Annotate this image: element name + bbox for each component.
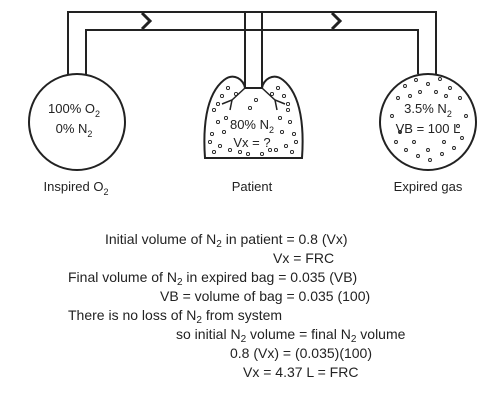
gas-particle [275, 85, 281, 91]
inspired-caption: Inspired O2 [44, 179, 109, 197]
gas-particle [215, 101, 221, 107]
equation-bag-volume: VB = volume of bag = 0.035 (100) [160, 288, 371, 304]
gas-particle [291, 131, 297, 137]
gas-particle [460, 136, 464, 140]
gas-particle [442, 140, 446, 144]
expired-bag [379, 73, 477, 171]
gas-particle [452, 146, 456, 150]
gas-particle [245, 151, 251, 157]
gas-particle [390, 114, 394, 118]
equation-vx-frc: Vx = FRC [273, 250, 335, 266]
gas-particle [207, 139, 213, 145]
gas-particle [404, 148, 408, 152]
gas-particle [233, 91, 239, 97]
gas-particle [464, 114, 468, 118]
gas-particle [434, 90, 438, 94]
equation-final-volume: Final volume of N2 in expired bag = 0.03… [68, 269, 358, 288]
expired-gas-particles [390, 77, 468, 162]
gas-particle [444, 94, 448, 98]
gas-particle [426, 82, 430, 86]
inner-tube [85, 29, 419, 74]
valve-right-arrow [330, 11, 343, 31]
gas-particle [394, 140, 398, 144]
patient-volume-label: Vx = ? [233, 135, 270, 150]
inspired-bag [28, 73, 126, 171]
gas-particle [440, 152, 444, 156]
gas-particle [293, 139, 299, 145]
nitrogen-washout-diagram: 100% O2 0% N2 Inspired O2 80% N2 Vx = ? … [28, 11, 477, 197]
patient-caption: Patient [232, 179, 273, 194]
valve-left-arrow [140, 11, 153, 31]
gas-particle [408, 94, 412, 98]
gas-particle [403, 84, 407, 88]
gas-particle [426, 148, 430, 152]
expired-caption: Expired gas [394, 179, 463, 194]
gas-particle [279, 129, 285, 135]
gas-particle [418, 90, 422, 94]
statement-conservation: so initial N2 volume = final N2 volume [176, 326, 406, 345]
gas-particle [287, 119, 293, 125]
patient-gas-particles [207, 85, 299, 157]
gas-particle [416, 154, 420, 158]
inspired-n2-label: 0% N2 [56, 121, 93, 139]
expired-volume-label: VB = 100 L [396, 121, 461, 136]
gas-particle [414, 78, 418, 82]
gas-particle [458, 96, 462, 100]
gas-particle [225, 85, 231, 91]
equation-result: Vx = 4.37 L = FRC [243, 364, 359, 380]
gas-particle [211, 149, 217, 155]
gas-particle [221, 129, 227, 135]
gas-particle [247, 105, 253, 111]
gas-particle [277, 115, 283, 121]
gas-particle [259, 151, 265, 157]
gas-particle [219, 93, 225, 99]
gas-particle [253, 97, 259, 103]
gas-particle [396, 96, 400, 100]
gas-particle [211, 107, 217, 113]
statement-no-loss: There is no loss of N2 from system [68, 307, 283, 326]
gas-particle [227, 147, 233, 153]
gas-particle [412, 140, 416, 144]
gas-particle [428, 158, 432, 162]
gas-particle [285, 101, 291, 107]
patient-n2-label: 80% N2 [230, 117, 274, 135]
outer-tube [67, 11, 437, 74]
gas-particle [283, 143, 289, 149]
expired-n2-label: 3.5% N2 [404, 101, 452, 119]
gas-particle [237, 149, 243, 155]
gas-particle [273, 147, 279, 153]
gas-particle [223, 115, 229, 121]
equation-initial-volume: Initial volume of N2 in patient = 0.8 (V… [105, 231, 348, 250]
gas-particle [267, 147, 273, 153]
gas-particle [448, 86, 452, 90]
gas-particle [269, 91, 275, 97]
gas-particle [209, 131, 215, 137]
tubing [67, 11, 437, 88]
gas-particle [398, 130, 402, 134]
gas-particle [289, 149, 295, 155]
gas-particle [215, 119, 221, 125]
equation-solve: 0.8 (Vx) = (0.035)(100) [230, 345, 373, 361]
gas-particle [438, 77, 442, 81]
inspired-o2-label: 100% O2 [48, 101, 100, 119]
gas-particle [456, 124, 460, 128]
gas-particle [217, 143, 223, 149]
airway-branches [221, 87, 286, 111]
gas-particle [281, 93, 287, 99]
gas-particle [285, 107, 291, 113]
